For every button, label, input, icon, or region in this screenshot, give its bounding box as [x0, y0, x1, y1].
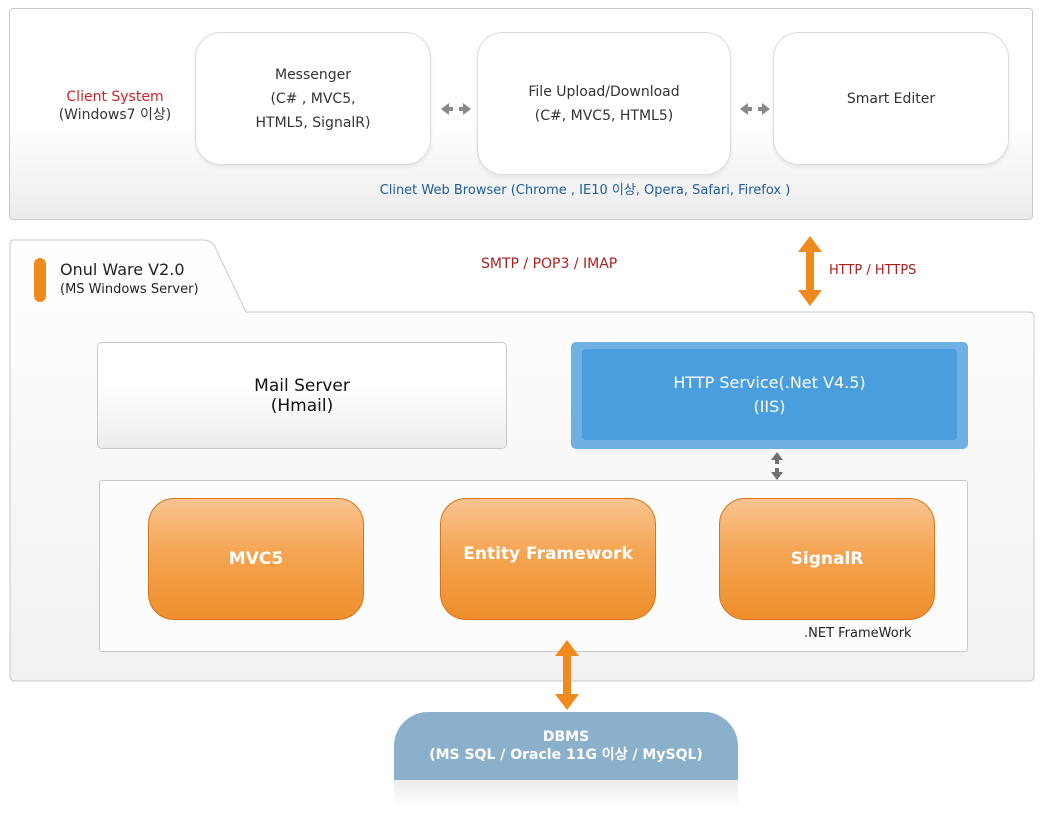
- mvc5-box: MVC5: [148, 498, 364, 620]
- signalr-box: SignalR: [719, 498, 935, 620]
- double-arrow-icon: [441, 103, 471, 115]
- file-upload-title: File Upload/Download: [528, 83, 680, 100]
- db-arrow-icon: [555, 640, 579, 710]
- server-title: Onul Ware V2.0: [60, 260, 185, 279]
- server-subtitle: (MS Windows Server): [60, 282, 199, 297]
- smart-editor-title: Smart Editer: [846, 90, 936, 107]
- dbms-reflection: [394, 780, 738, 808]
- entity-framework-box: Entity Framework: [440, 498, 656, 620]
- http-service-title: HTTP Service(.Net V4.5): [673, 372, 866, 392]
- http-arrow-icon: [798, 236, 822, 306]
- browser-caption: Clinet Web Browser (Chrome , IE10 이상, Op…: [379, 183, 791, 198]
- messenger-tech-2: HTML5, SignalR): [255, 114, 371, 131]
- messenger-tech-1: (C# , MVC5,: [270, 90, 356, 107]
- messenger-box: Messenger (C# , MVC5, HTML5, SignalR): [195, 32, 431, 165]
- client-system-title: Client System: [66, 89, 164, 105]
- mail-protocols-label: SMTP / POP3 / IMAP: [481, 256, 618, 272]
- http-service-subtitle: (IIS): [753, 396, 786, 416]
- messenger-title: Messenger: [274, 66, 352, 83]
- file-upload-tech: (C#, MVC5, HTML5): [534, 107, 674, 124]
- server-tab-accent: [34, 258, 46, 302]
- client-system-label: Client System (Windows7 이상): [40, 88, 190, 124]
- mail-server-title: Mail Server: [254, 375, 350, 396]
- double-arrow-icon: [740, 103, 770, 115]
- dbms-box: DBMS (MS SQL / Oracle 11G 이상 / MySQL): [394, 712, 738, 780]
- mail-server-subtitle: (Hmail): [270, 395, 334, 416]
- smart-editor-box: Smart Editer: [773, 32, 1009, 165]
- mvc5-label: MVC5: [228, 549, 284, 569]
- client-system-os: (Windows7 이상): [58, 107, 172, 123]
- dbms-title: DBMS: [542, 729, 590, 745]
- net-framework-label: .NET FrameWork: [804, 626, 912, 641]
- entity-framework-label: Entity Framework: [463, 544, 633, 564]
- vertical-double-arrow-icon: [771, 452, 783, 480]
- http-service-box: HTTP Service(.Net V4.5) (IIS): [582, 349, 957, 440]
- mail-server-box: Mail Server (Hmail): [97, 342, 507, 449]
- file-upload-box: File Upload/Download (C#, MVC5, HTML5): [477, 32, 731, 175]
- web-protocols-label: HTTP / HTTPS: [829, 263, 917, 278]
- dbms-subtitle: (MS SQL / Oracle 11G 이상 / MySQL): [429, 747, 703, 763]
- signalr-label: SignalR: [790, 549, 864, 569]
